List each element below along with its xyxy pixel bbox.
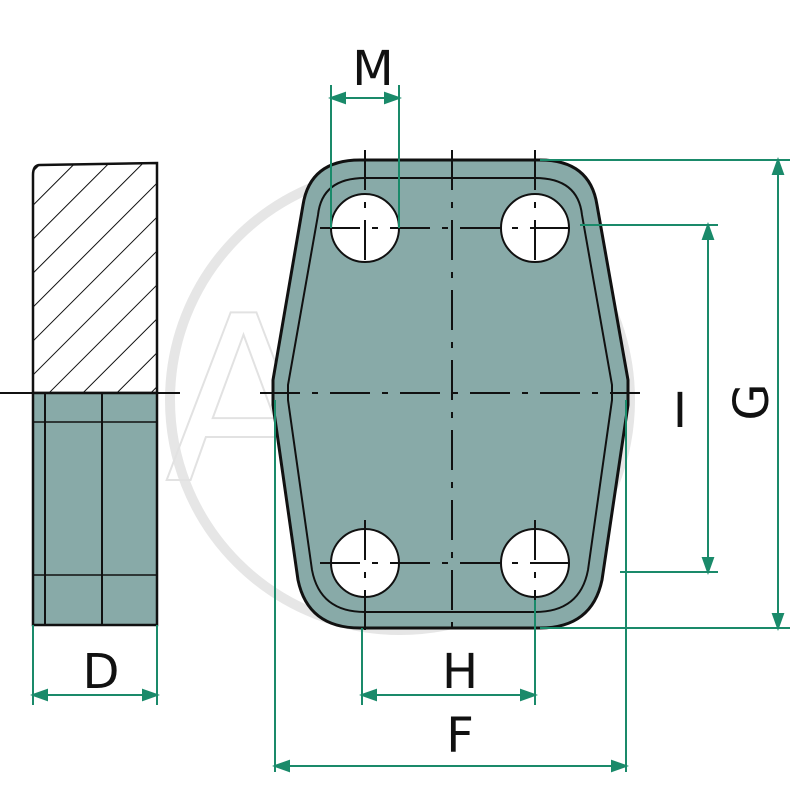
side-view: [0, 161, 180, 627]
dimension-label-f: F: [446, 708, 474, 764]
dimension-label-g: G: [724, 383, 780, 420]
dimension-label-d: D: [83, 644, 120, 700]
front-view: [260, 150, 640, 640]
dimension-label-h: H: [442, 644, 478, 700]
dimension-lines: [30, 85, 790, 773]
dimension-label-i: I: [673, 383, 687, 439]
dimension-label-m: M: [352, 41, 393, 97]
